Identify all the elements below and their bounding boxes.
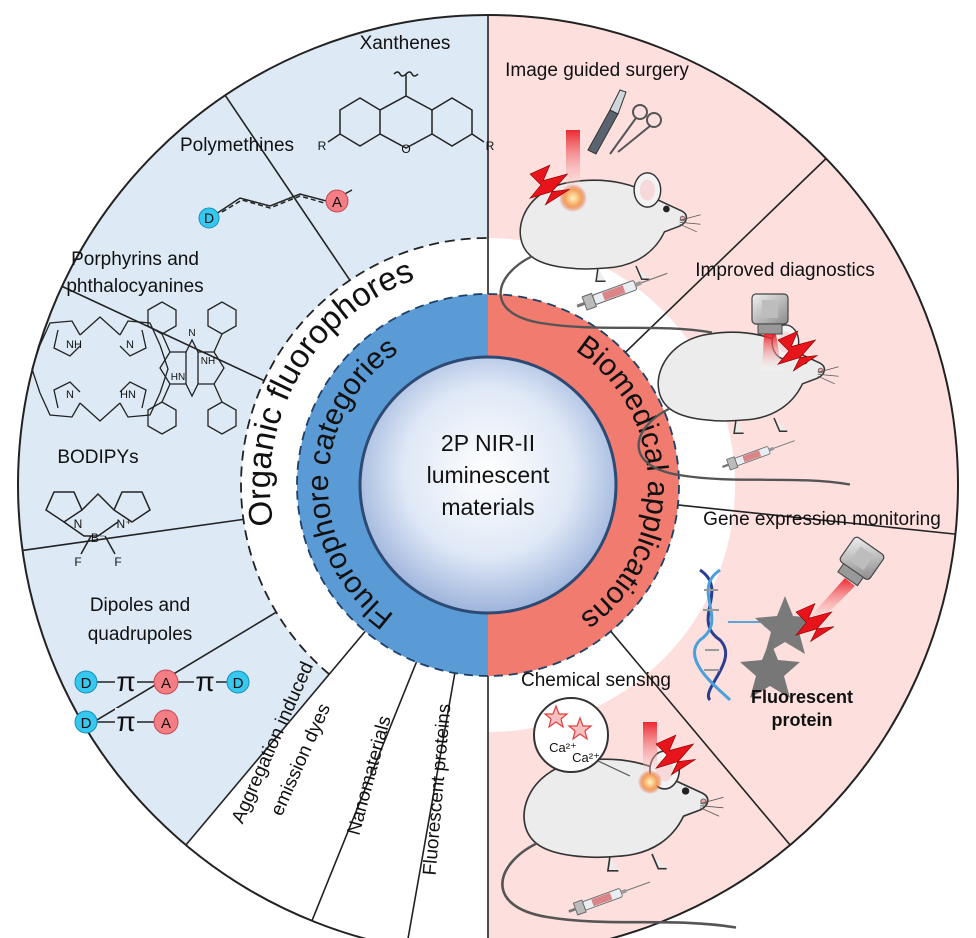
surgery-label: Image guided surgery [505,60,689,81]
fluorescent-star-icon [755,596,815,654]
xanthene-r-right: R [486,139,495,153]
porphyrins-label-line1: Porphyrins and [71,249,199,270]
bodipy-n-right: N⁺ [117,517,132,531]
phthalocyanine-hn: HN [171,372,185,383]
center-title-line1: 2P NIR-II [441,430,535,456]
quadrupole-pi-left: π [116,666,135,697]
calcium-ion-label-2: Ca²⁺ [572,750,600,765]
bodipy-f-right: F [114,555,121,569]
quadrupole-donor-left-label: D [81,675,92,692]
diagnostics-laser-beam [762,334,782,370]
dipole-acceptor-label: A [161,715,171,732]
xanthene-structure [327,71,485,149]
surgery-target-glow [559,184,587,212]
dipoles-label-line1: Dipoles and [90,595,190,616]
quadrupole-donor-right-label: D [233,675,244,692]
dipole-structure: D π A [74,706,179,737]
xanthene-r-left: R [318,139,327,153]
dipole-pi: π [116,706,135,737]
calcium-ion-label-1: Ca²⁺ [549,740,577,755]
chemical-laser-beam [643,722,657,780]
center-title-line3: materials [441,494,534,520]
polymethines-label: Polymethines [180,135,294,156]
bodipy-boron: B⁻ [91,531,105,545]
outer-ring-border [17,14,959,938]
dipole-donor-label: D [81,715,92,732]
diagnostics-label: Improved diagnostics [695,260,875,281]
polymethine-acceptor [325,189,349,213]
fluorescent-protein-label-line1: Fluorescent [751,687,853,707]
xanthene-oxygen: O [401,142,410,156]
porphyrin-n-left: N [66,389,74,401]
scissors-icon [609,104,662,155]
gene-expression-illustration [693,535,886,702]
inner-ring-red-half [487,294,679,676]
dipoles-label-line2: quadrupoles [88,624,193,645]
sector-dividers [22,15,956,938]
phthalocyanine-structure [147,301,237,435]
porphyrin-nh: NH [66,339,82,351]
xanthenes-label: Xanthenes [360,33,451,54]
scalpel-icon [587,89,627,155]
phthalocyanine-n-top: N [188,328,195,339]
quadrupole-acceptor [153,669,179,695]
polymethine-acceptor-label: A [332,194,342,211]
inner-ring-dashed-border [296,293,680,677]
bodipy-f-left: F [74,555,81,569]
surgery-laser-beam [566,130,580,196]
diagnostics-illustration [637,293,852,486]
porphyrins-label-line2: phthalocyanines [66,276,203,297]
chemical-sensing-illustration [501,697,738,929]
chemical-target-glow [638,770,662,794]
chemical-sensing-label: Chemical sensing [521,670,671,691]
surgery-illustration [499,89,714,334]
polymethine-donor-label: D [204,210,214,226]
fluorescent-protein-label-line2: protein [772,710,833,730]
porphyrin-hn: HN [120,389,136,401]
porphyrin-structure [31,316,169,422]
bodipy-structure [45,491,151,555]
dipole-donor [74,710,98,734]
gene-laser-beam [807,578,855,626]
center-disk [358,355,618,615]
porphyrin-n-right: N [126,339,134,351]
quadrupole-donor-left [74,670,98,694]
quadrupole-structure: D π A π D [74,666,250,697]
phthalocyanine-nh: NH [201,356,215,367]
center-title-line2: luminescent [427,462,550,488]
quadrupole-acceptor-label: A [161,675,171,692]
quadrupole-pi-right: π [195,666,214,697]
gene-expression-label: Gene expression monitoring [703,509,941,530]
dna-icon [693,568,732,702]
bodipy-n-left: N [74,517,83,531]
bodipys-label: BODIPYs [57,447,138,468]
inner-ring-blue-half [297,294,488,676]
quadrupole-donor-right [226,670,250,694]
dipole-acceptor [153,709,179,735]
polymethine-donor [198,207,220,229]
fluorescent-protein-star-icon [740,640,800,698]
